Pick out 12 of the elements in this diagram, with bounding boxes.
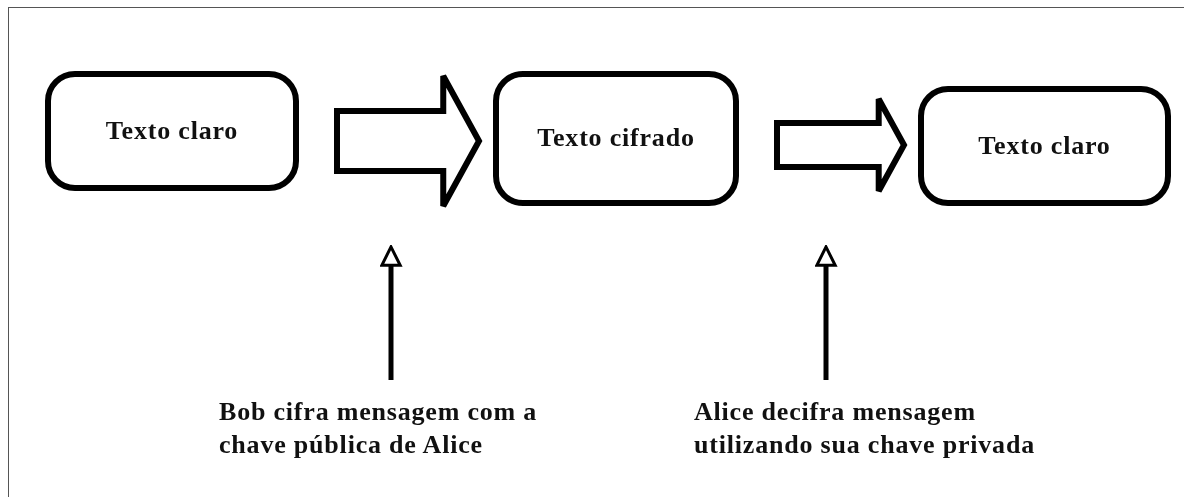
arrow — [380, 245, 402, 380]
rounded-box — [918, 86, 1171, 206]
caption-text: Bob cifra mensagem com a chave pública de Alice — [219, 397, 538, 459]
rounded-box — [45, 71, 299, 191]
arrow — [815, 245, 837, 380]
block-arrow — [334, 73, 483, 209]
box-label: Texto claro — [978, 129, 1111, 162]
caption-text: Alice decifra mensagem utilizando sua chave privada — [694, 397, 1035, 459]
box-label: Texto claro — [105, 114, 239, 147]
box-label: Texto cifrado — [537, 122, 695, 155]
rounded-box — [493, 71, 739, 206]
block-arrow — [774, 96, 908, 194]
